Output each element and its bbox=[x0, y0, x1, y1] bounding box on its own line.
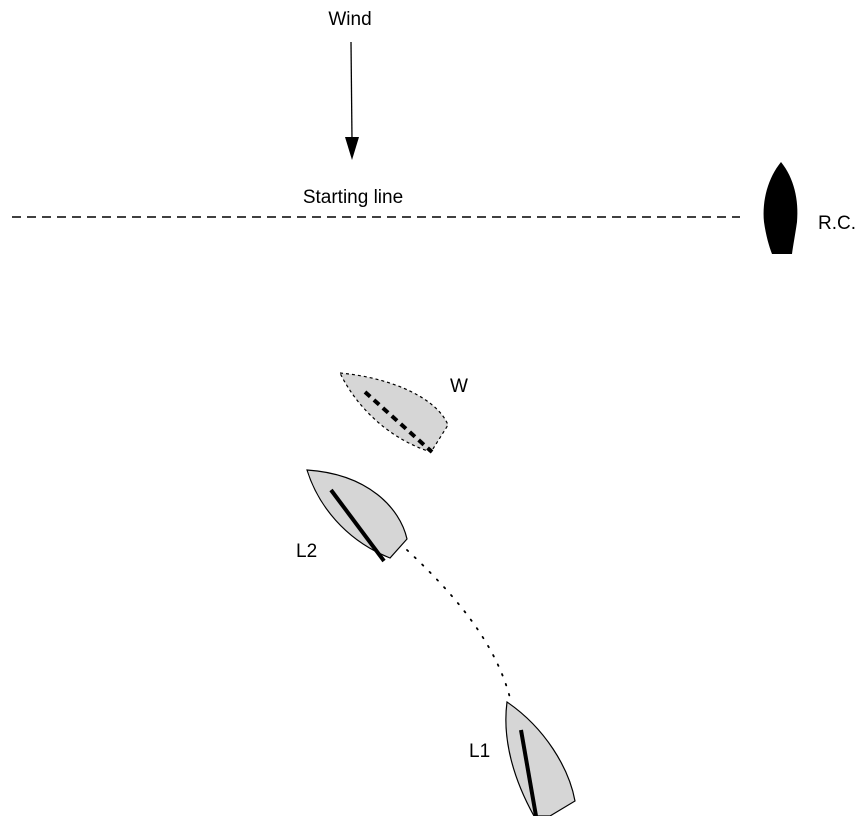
boat-track bbox=[406, 549, 511, 699]
boat-l1-boom bbox=[519, 729, 538, 816]
boat-l1-label: L1 bbox=[469, 741, 490, 762]
boat-l2-label: L2 bbox=[296, 541, 317, 562]
starting-line-label: Starting line bbox=[303, 187, 403, 208]
boat-l1 bbox=[505, 700, 576, 816]
boat-l2 bbox=[306, 469, 408, 563]
boat-l2-boom bbox=[329, 488, 386, 563]
boat-l2-hull bbox=[306, 469, 408, 559]
committee-boat-label: R.C. bbox=[818, 213, 856, 234]
boat-w-boom bbox=[363, 390, 434, 454]
committee-boat bbox=[763, 162, 798, 254]
wind-arrow bbox=[345, 41, 359, 160]
wind-label: Wind bbox=[328, 9, 371, 30]
boat-l1-hull bbox=[505, 700, 576, 816]
boat-w bbox=[338, 372, 449, 454]
boat-w-hull bbox=[338, 372, 449, 453]
boat-w-label: W bbox=[450, 376, 468, 397]
